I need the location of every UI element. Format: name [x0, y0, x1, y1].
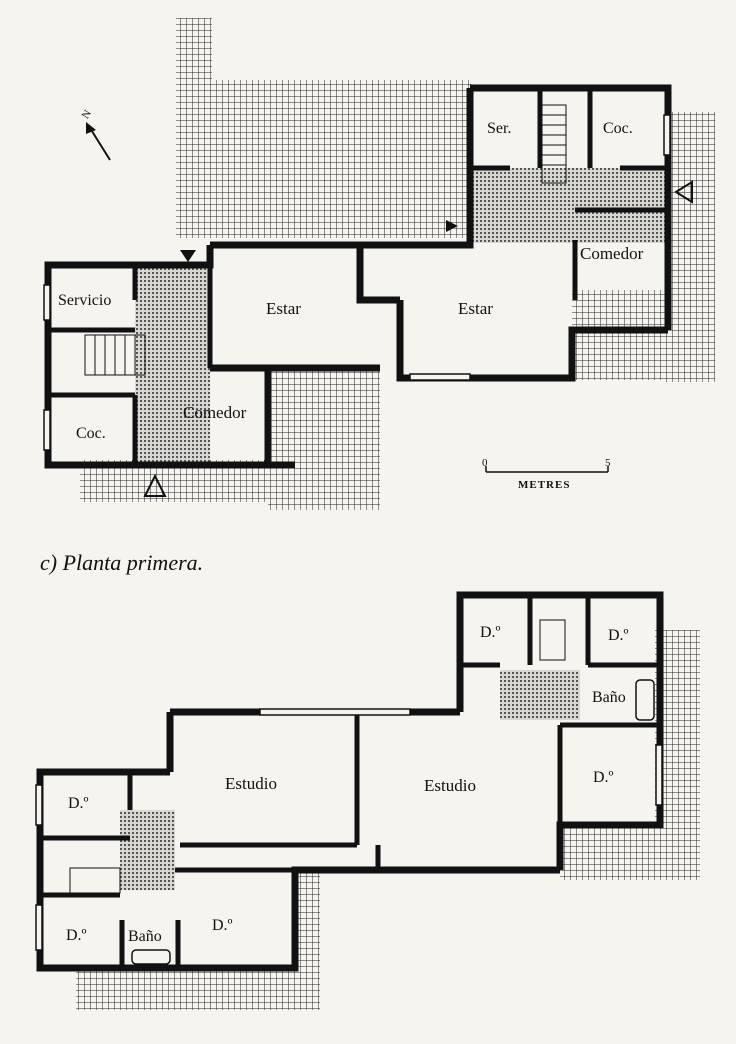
- plan-caption: c) Planta primera.: [40, 550, 203, 575]
- terrace-south: [76, 968, 316, 1010]
- ff-window-estudio-top: [259, 708, 411, 716]
- room-label-do-top-right: D.º: [608, 627, 629, 644]
- room-label-do-top-left: D.º: [480, 624, 501, 641]
- terrace-east: [665, 112, 715, 382]
- entry-marker-south: [143, 473, 167, 497]
- room-label-do-bottom-mid: D.º: [212, 917, 233, 934]
- room-label-do-left-top: D.º: [68, 795, 89, 812]
- hall-right: [470, 168, 670, 243]
- room-label-bano-right: Baño: [592, 689, 626, 706]
- ff-stair-left: [69, 867, 121, 894]
- hall-upper-right: [500, 670, 580, 720]
- entry-marker-west: [446, 220, 458, 232]
- stair-right: [541, 104, 567, 184]
- north-arrow: N: [80, 108, 111, 161]
- ff-window-do-left-bottom: [35, 904, 43, 951]
- ff-wall-left-block: [36, 768, 560, 972]
- room-label-coc-left: Coc.: [76, 425, 106, 442]
- room-label-servicio: Servicio: [58, 292, 111, 309]
- ff-window-do-left-top: [35, 784, 43, 826]
- scale-unit: METRES: [518, 479, 570, 491]
- terrace-east-low: [560, 825, 700, 880]
- room-label-estar-left: Estar: [266, 299, 301, 318]
- hall-left: [135, 265, 210, 465]
- room-label-estudio-left: Estudio: [225, 774, 277, 793]
- scale-end: 5: [605, 457, 611, 469]
- scale-bar: 0 5 METRES: [482, 457, 611, 491]
- entry-marker-east: [674, 180, 693, 204]
- wall-estar-right-north: [360, 88, 474, 249]
- ff-bathtub-left: [131, 949, 171, 965]
- ff-wall-top-block: [456, 591, 664, 870]
- room-label-bano-left: Baño: [128, 928, 162, 945]
- window-servicio-west: [43, 284, 51, 321]
- room-label-do-mid-right: D.º: [593, 769, 614, 786]
- room-label-do-left-bottom: D.º: [66, 927, 87, 944]
- room-label-estudio-right: Estudio: [424, 776, 476, 795]
- wall-estar-north: [210, 241, 400, 304]
- room-label-coc-right: Coc.: [603, 120, 633, 137]
- window-estar-south: [409, 373, 471, 381]
- terrace-east-lower: [572, 290, 672, 380]
- window-coc-east: [663, 114, 671, 156]
- first-floor-plan: D.º D.º Baño D.º Estudio Estudio D.º D.º…: [35, 591, 700, 1010]
- scale-start: 0: [482, 457, 488, 469]
- ff-stair-right: [539, 619, 566, 661]
- ff-window-do-right: [655, 744, 663, 806]
- room-label-estar-right: Estar: [458, 299, 493, 318]
- hall-upper-left: [120, 810, 175, 890]
- wall-right-block-south: [396, 300, 668, 382]
- window-coc-left-west: [43, 409, 51, 451]
- room-label-comedor-right: Comedor: [580, 244, 644, 263]
- wall-right-block: [470, 84, 672, 330]
- terrace-north: [176, 18, 212, 88]
- wall-left-block: [44, 245, 214, 469]
- room-label-comedor-left: Comedor: [183, 403, 247, 422]
- terrace-south-mid: [295, 870, 320, 1010]
- north-label: N: [80, 108, 94, 121]
- terrace-south-mid: [268, 368, 380, 510]
- ff-bathtub-right: [635, 679, 655, 721]
- room-label-ser: Ser.: [487, 120, 511, 137]
- ground-floor-plan: N Ser. Coc. Comedor Servicio Estar Estar…: [43, 18, 715, 510]
- terrace-north-main: [176, 80, 471, 238]
- entry-marker-north: [180, 250, 196, 262]
